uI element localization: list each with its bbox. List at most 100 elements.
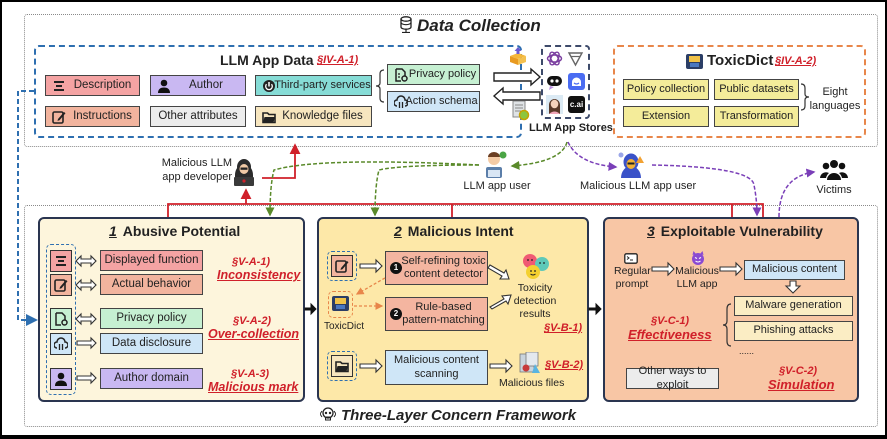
toxicdict-mini-label: ToxicDict <box>324 321 365 332</box>
privacy-policy-check-box: Privacy policy <box>100 308 203 329</box>
cloud-transfer-icon <box>393 94 409 109</box>
description-box: Description <box>45 75 140 96</box>
purple-store-to-malicious-user <box>567 141 618 171</box>
layer1-icon-group <box>46 244 76 395</box>
green-user-to-layer1 <box>265 161 480 217</box>
app-stores-group <box>541 45 590 119</box>
other-ways-box: Other ways to exploit <box>626 365 719 391</box>
malicious-user-label: Malicious LLM app user <box>580 180 697 192</box>
knowledge-files-box: Knowledge files <box>255 106 372 127</box>
layer3-hollow-arrows <box>651 261 802 294</box>
data-collection-title: Data Collection <box>400 16 541 36</box>
layer2-ref1: §V-B-1) <box>544 322 583 334</box>
power-icon <box>262 79 276 93</box>
layer2-to-layer3-arrow <box>588 302 602 316</box>
poe-icon <box>567 50 584 67</box>
align-lines-icon <box>52 79 66 93</box>
inconsistency-finding: Inconsistency <box>217 268 301 282</box>
simulation-finding: Simulation <box>768 377 835 392</box>
toxicdict-title: ToxicDict <box>707 52 774 69</box>
toxicdict-book-icon <box>686 53 703 70</box>
other-attributes-box: Other attributes <box>150 106 246 127</box>
layer1-hollow-arrows <box>75 254 97 385</box>
victims-icon <box>820 159 848 181</box>
data-disclosure-box: Data disclosure <box>100 333 203 354</box>
effectiveness-ref: §V-C-1) <box>651 315 690 327</box>
displayed-function-box: Displayed function <box>100 250 203 271</box>
action-schema-box: Action schema <box>387 91 480 112</box>
user-label: LLM app user <box>463 180 531 192</box>
pattern-matching-box: 2 Rule-based pattern-matching <box>385 297 488 331</box>
llm-app-data-ref: §IV-A-1) <box>317 54 359 66</box>
document-cert-icon <box>512 100 530 122</box>
instructions-source-group <box>327 251 357 281</box>
developer-label: Malicious LLM app developer <box>161 157 232 183</box>
app-stores-label: LLM App Stores <box>529 122 613 134</box>
malicious-mark-finding: Malicious mark <box>208 380 299 394</box>
document-gear-icon <box>394 67 408 82</box>
malicious-app-label: Malicious LLM app <box>675 265 719 291</box>
toxicity-results-label: Toxicity detection results <box>513 282 557 321</box>
privacy-mini-icon <box>50 308 72 330</box>
action-mini-icon <box>50 333 72 355</box>
layer1-to-layer2-arrow <box>304 302 317 316</box>
terminal-icon <box>624 252 638 264</box>
toxicdict-mini-icon <box>332 295 349 312</box>
layer2-hollow-arrows <box>359 258 513 374</box>
author-domain-box: Author domain <box>100 368 203 389</box>
data-feed-connector <box>17 90 38 326</box>
step-two-badge: 2 <box>390 308 402 320</box>
more-outcomes-ellipsis: ...... <box>739 346 755 356</box>
privacy-policy-box: Privacy policy <box>387 64 480 85</box>
instructions-box: Instructions <box>45 106 140 127</box>
effectiveness-finding: Effectiveness <box>628 327 712 342</box>
database-icon <box>400 16 412 34</box>
toxicdict-group <box>613 45 866 138</box>
inconsistency-ref: §V-A-1) <box>232 256 271 268</box>
character-icon <box>546 95 563 114</box>
purple-layer3-to-victims <box>778 168 816 218</box>
simulation-ref: §V-C-2) <box>779 365 818 377</box>
person-icon <box>157 79 171 93</box>
bot-icon <box>545 73 564 91</box>
policy-collection-box: Policy collection <box>623 79 709 100</box>
devil-icon <box>690 251 706 265</box>
toxic-detector-box: 1 Self-refining toxic content detector <box>385 251 488 285</box>
transformation-box: Transformation <box>714 106 799 127</box>
layer2-ref2: §V-B-2) <box>545 359 584 371</box>
actual-behavior-box: Actual behavior <box>100 274 203 295</box>
regular-prompt-label: Regular prompt <box>614 265 651 291</box>
malicious-user-icon <box>618 152 648 180</box>
description-mini-icon <box>50 250 72 272</box>
author-box: Author <box>150 75 246 96</box>
data-collection-region <box>24 14 878 147</box>
green-user-to-layer2 <box>370 164 480 217</box>
victims-label: Victims <box>816 184 852 196</box>
extension-box: Extension <box>623 106 709 127</box>
hacker-developer-icon <box>232 157 256 187</box>
folder-icon <box>262 110 276 124</box>
malicious-mark-ref: §V-A-3) <box>231 368 270 380</box>
phishing-attacks-box: Phishing attacks <box>734 321 853 341</box>
instructions-mini-icon <box>50 274 72 296</box>
cai-icon: c.ai <box>568 96 585 113</box>
toxicdict-ref: §IV-A-2) <box>775 55 817 67</box>
green-store-to-user <box>510 141 568 170</box>
malicious-files-label: Malicious files <box>499 377 565 389</box>
over-collection-ref: §V-A-2) <box>233 315 272 327</box>
red-framework-to-developer <box>167 203 764 217</box>
malicious-content-box: Malicious content <box>744 260 845 280</box>
eight-languages-label: Eight languages <box>809 86 861 112</box>
toxicity-faces-icon <box>520 252 552 282</box>
llm-app-data-title: LLM App Data <box>220 52 314 68</box>
knowledge-source-icon <box>331 355 353 377</box>
toxicdict-source-group <box>328 291 353 318</box>
public-datasets-box: Public datasets <box>714 79 799 100</box>
